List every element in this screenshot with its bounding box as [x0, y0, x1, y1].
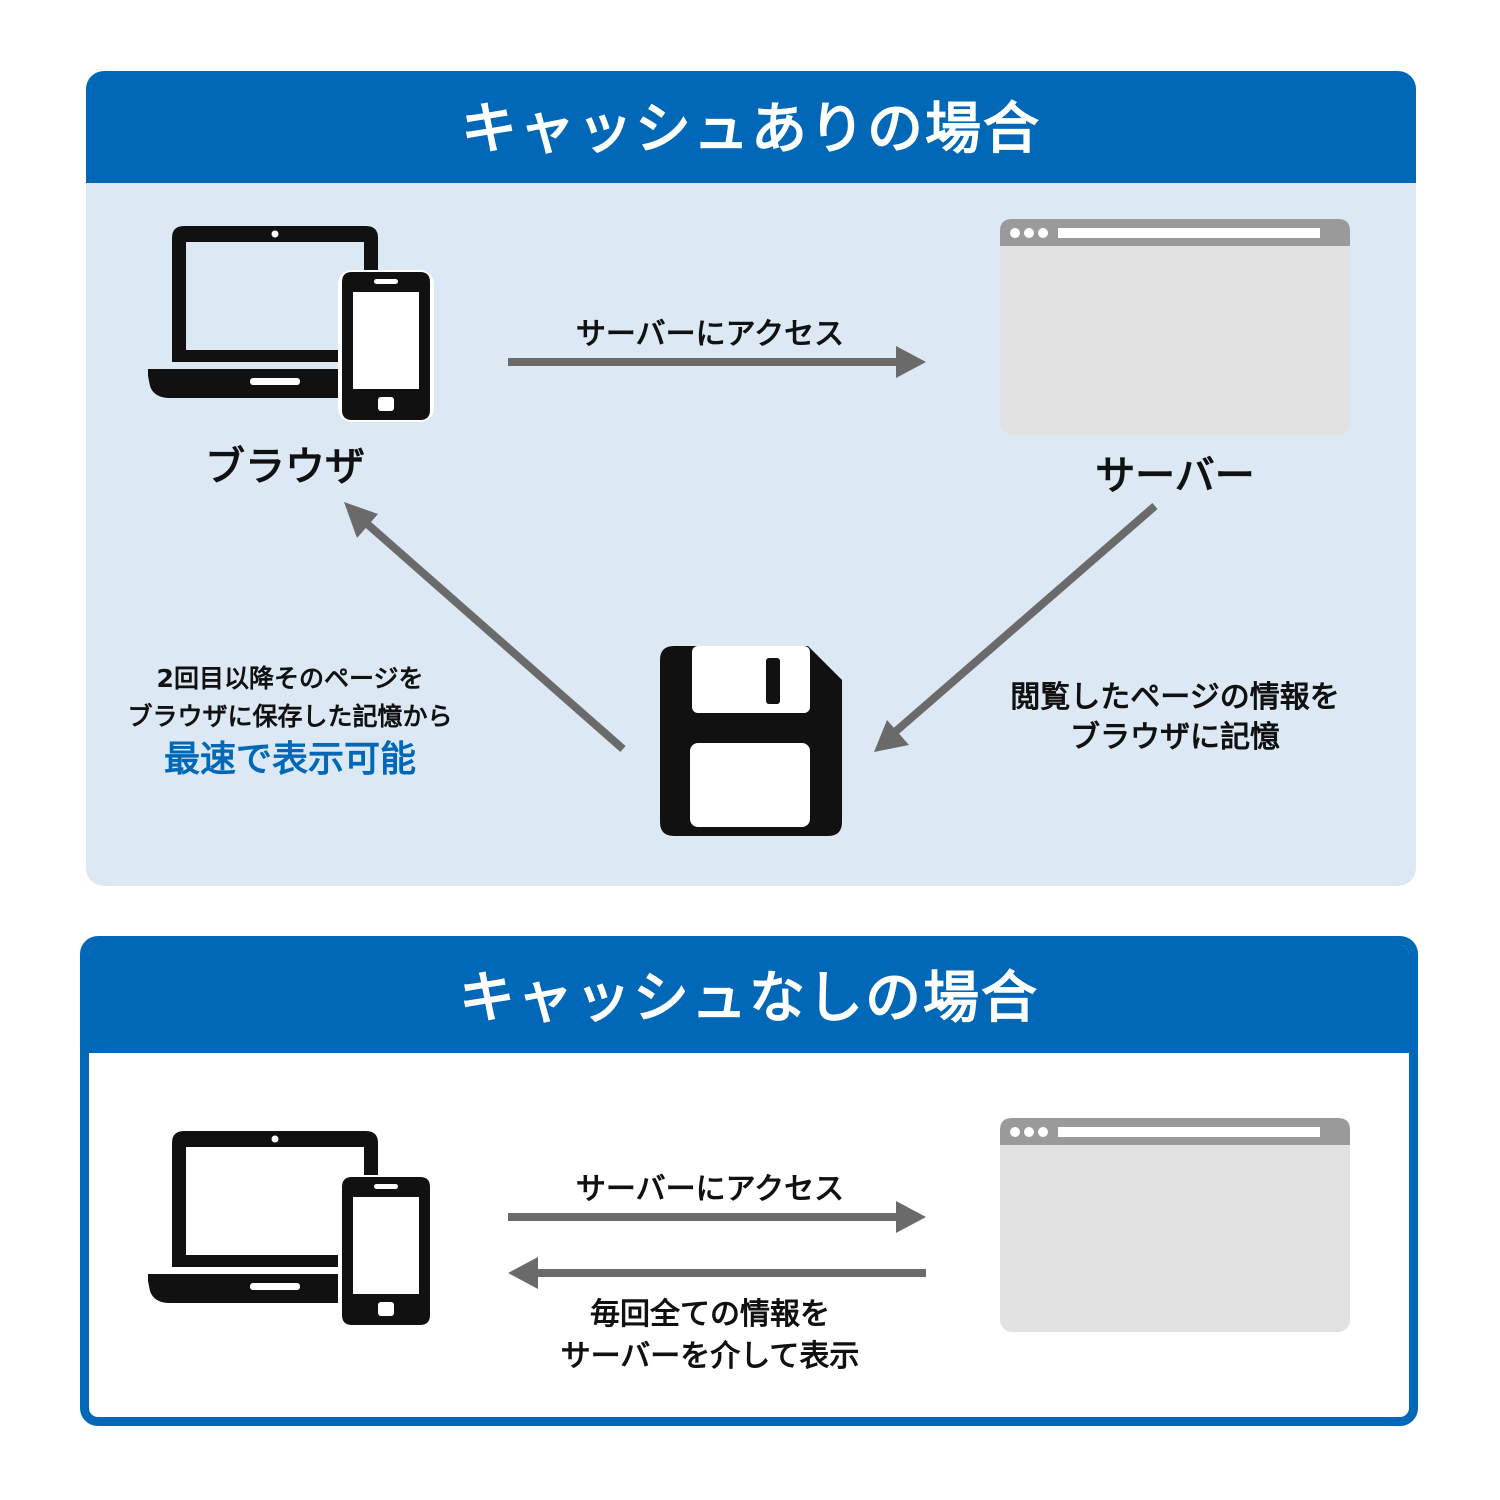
browser-dot: [1024, 1127, 1034, 1137]
result-description: 2回目以降そのページを ブラウザに保存した記憶から 最速で表示可能: [95, 660, 485, 784]
laptop-and-smartphone-icon: [148, 1131, 434, 1327]
access-label: サーバーにアクセス: [575, 1172, 845, 1207]
browser-address-bar: [1058, 1127, 1320, 1137]
laptop-trackpad: [250, 378, 300, 385]
floppy-disk-label: [690, 743, 810, 827]
browser-address-bar: [1058, 228, 1320, 238]
laptop-and-smartphone-icon: [148, 226, 434, 422]
server-label: サーバー: [1095, 453, 1255, 499]
smartphone-icon: [342, 1177, 430, 1325]
browser-window-icon: [1000, 219, 1350, 435]
browser-window-body: [1000, 219, 1350, 435]
result-description-line2: ブラウザに保存した記憶から: [127, 702, 453, 731]
store-description-line1: 閲覧したページの情報を: [1010, 680, 1340, 715]
result-highlight: 最速で表示可能: [163, 739, 416, 780]
browser-dot: [1038, 1127, 1048, 1137]
browser-window-body: [1000, 1118, 1350, 1332]
no-cache-section-title: キャッシュなしの場合: [89, 945, 1409, 1053]
cache-section-title: キャッシュありの場合: [86, 71, 1416, 183]
return-description-line2: サーバーを介して表示: [560, 1339, 860, 1374]
browser-window-icon: [1000, 1118, 1350, 1332]
floppy-disk-shutter: [692, 646, 810, 713]
browser-dot: [1010, 228, 1020, 238]
smartphone-home-button: [378, 397, 394, 411]
return-description: 毎回全ての情報を サーバーを介して表示: [500, 1294, 920, 1378]
store-description-line2: ブラウザに記憶: [1070, 720, 1280, 755]
result-description-line1: 2回目以降そのページを: [156, 664, 424, 693]
store-description: 閲覧したページの情報を ブラウザに記憶: [960, 678, 1390, 758]
laptop-icon: [172, 1131, 378, 1267]
browser-dot: [1038, 228, 1048, 238]
laptop-icon: [172, 226, 378, 362]
smartphone-icon: [342, 272, 430, 420]
floppy-disk-icon: [660, 646, 842, 836]
smartphone-home-button: [378, 1302, 394, 1316]
access-label: サーバーにアクセス: [575, 317, 845, 352]
laptop-camera-dot: [271, 1135, 279, 1143]
smartphone-border: [338, 270, 434, 422]
smartphone-border: [338, 1175, 434, 1327]
laptop-trackpad: [250, 1283, 300, 1290]
smartphone-speaker: [374, 279, 398, 284]
laptop-camera-dot: [271, 230, 279, 238]
browser-dot: [1010, 1127, 1020, 1137]
floppy-disk-slot: [766, 658, 780, 704]
smartphone-speaker: [374, 1184, 398, 1189]
return-description-line1: 毎回全ての情報を: [590, 1297, 830, 1332]
browser-dot: [1024, 228, 1034, 238]
browser-label: ブラウザ: [205, 444, 365, 490]
